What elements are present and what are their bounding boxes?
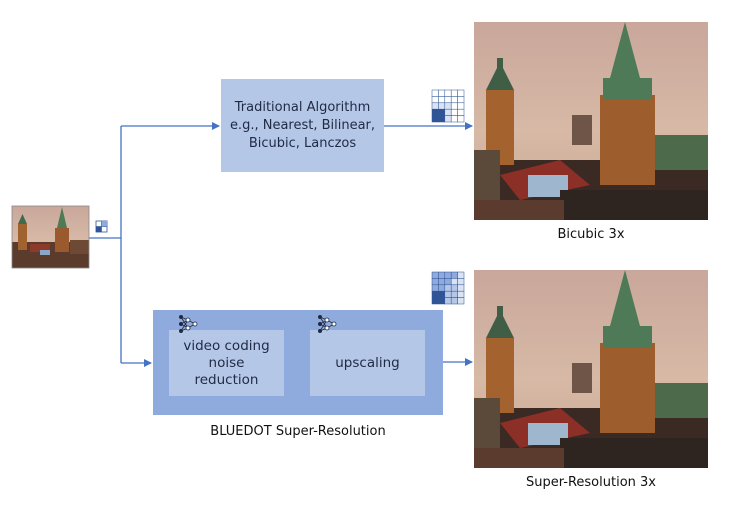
pixel-grid-cell bbox=[450, 89, 458, 97]
pixel-grid-cell bbox=[438, 271, 446, 279]
pixel-grid-cell bbox=[438, 108, 446, 116]
traditional-algorithm-label-line1: Traditional Algorithm bbox=[234, 99, 371, 115]
pixel-grid-icon bbox=[431, 89, 465, 123]
input-thumbnail-image bbox=[12, 206, 89, 268]
stage1-label-line1: video coding bbox=[183, 337, 270, 354]
traditional-algorithm-label-line3: Bicubic, Lanczos bbox=[248, 135, 357, 151]
pixel-grid-cell bbox=[457, 278, 465, 286]
pixel-grid-cell bbox=[431, 284, 439, 292]
pixel-grid-cell bbox=[438, 102, 446, 110]
pixel-grid-cell bbox=[457, 115, 465, 123]
pixel-grid-cell bbox=[444, 297, 452, 305]
pixel-grid-cell bbox=[457, 297, 465, 305]
pixel-grid-cell bbox=[450, 108, 458, 116]
pixel-grid-cell bbox=[450, 297, 458, 305]
pixel-grid-cell bbox=[457, 96, 465, 104]
pixel-grid-cell bbox=[431, 271, 439, 279]
pixel-grid-cell bbox=[450, 96, 458, 104]
pixel-grid-cell bbox=[438, 89, 446, 97]
bicubic-output-image bbox=[474, 22, 708, 220]
superres-output-caption: Super-Resolution 3x bbox=[526, 475, 656, 490]
pixel-grid-cell bbox=[444, 115, 452, 123]
pixel-grid-cell bbox=[444, 108, 452, 116]
pixel-grid-cell bbox=[438, 297, 446, 305]
stage1-label-line2: noise bbox=[208, 354, 245, 371]
pixel-grid-cell bbox=[431, 297, 439, 305]
pixel-grid-cell bbox=[450, 290, 458, 298]
pixel-grid-cell bbox=[457, 290, 465, 298]
pixel-grid-cell bbox=[450, 115, 458, 123]
pixel-grid-cell bbox=[438, 96, 446, 104]
pixel-grid-cell bbox=[444, 89, 452, 97]
pixel-grid-cell bbox=[450, 278, 458, 286]
pixel-grid-cell bbox=[438, 115, 446, 123]
pixel-grid-cell bbox=[431, 290, 439, 298]
pixel-grid-cell bbox=[450, 102, 458, 110]
pixel-grid-cell bbox=[431, 102, 439, 110]
pixel-grid-cell bbox=[457, 271, 465, 279]
low-res-pixel-grid-icon bbox=[95, 220, 108, 233]
pixel-grid-cell bbox=[444, 271, 452, 279]
stage2-label: upscaling bbox=[335, 354, 400, 371]
pixel-grid-cell bbox=[431, 115, 439, 123]
traditional-algorithm-box: Traditional Algorithm e.g., Nearest, Bil… bbox=[221, 79, 384, 172]
superres-pipeline-caption: BLUEDOT Super-Resolution bbox=[210, 424, 386, 439]
traditional-algorithm-label-line2: e.g., Nearest, Bilinear, bbox=[229, 117, 376, 133]
pixel-grid-cell bbox=[444, 96, 452, 104]
pixel-grid-cell bbox=[431, 108, 439, 116]
upscaling-stage: upscaling bbox=[310, 330, 425, 396]
pixel-grid-cell bbox=[444, 284, 452, 292]
neural-network-icon bbox=[318, 315, 337, 333]
pixel-grid-cell bbox=[450, 284, 458, 292]
pixel-grid-cell bbox=[438, 284, 446, 292]
pixel-grid-cell bbox=[444, 278, 452, 286]
pixel-grid-cell bbox=[431, 89, 439, 97]
connector-lines bbox=[89, 122, 473, 367]
pixel-grid-cell bbox=[457, 108, 465, 116]
pixel-grid-cell bbox=[444, 290, 452, 298]
bicubic-caption: Bicubic 3x bbox=[557, 227, 625, 242]
pixel-grid-cell bbox=[457, 102, 465, 110]
pixel-grid-cell bbox=[457, 284, 465, 292]
pixel-grid-cell bbox=[438, 290, 446, 298]
pixel-grid-cell bbox=[450, 271, 458, 279]
pixel-grid-cell bbox=[431, 278, 439, 286]
pixel-grid-cell bbox=[431, 96, 439, 104]
superres-output-image bbox=[474, 270, 708, 468]
pixel-grid-cell bbox=[457, 89, 465, 97]
pixel-grid-cell bbox=[438, 278, 446, 286]
video-coding-noise-reduction-stage: video coding noise reduction bbox=[169, 330, 284, 396]
neural-network-icon bbox=[179, 315, 198, 333]
stage1-label-line3: reduction bbox=[194, 371, 259, 388]
pixel-grid-cell bbox=[444, 102, 452, 110]
pixel-grid-icon bbox=[431, 271, 465, 305]
